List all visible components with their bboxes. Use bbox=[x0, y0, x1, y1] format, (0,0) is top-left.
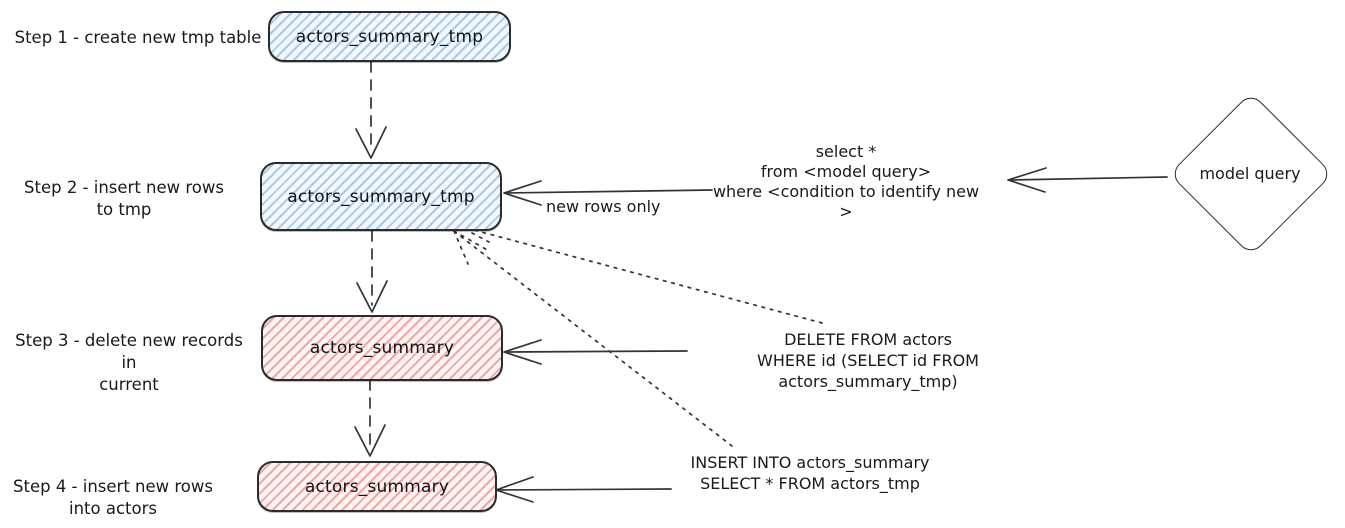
step-3-label: Step 3 - delete new records in current bbox=[15, 331, 243, 394]
step-4-node-label: actors_summary bbox=[304, 476, 450, 497]
arrow-delete-text-to-summary-node bbox=[503, 339, 688, 365]
arrow-insert-text-to-summary-node bbox=[495, 476, 672, 503]
dotted-ref-delete-to-tmp-node bbox=[456, 215, 823, 324]
step-1-node: actors_summary_tmp bbox=[268, 11, 511, 62]
arrow-step1-to-step2 bbox=[355, 61, 387, 159]
step-2-label: Step 2 - insert new rows to tmp bbox=[24, 178, 224, 219]
arrow-step2-to-step3 bbox=[356, 230, 388, 313]
step-3-node-label: actors_summary bbox=[309, 338, 455, 358]
insert-query-text: INSERT INTO actors_summary SELECT * FROM… bbox=[690, 453, 930, 493]
arrow-model-query-to-select-text bbox=[1007, 167, 1168, 193]
step-1-label: Step 1 - create new tmp table bbox=[14, 28, 262, 47]
step-1-node-label: actors_summary_tmp bbox=[295, 26, 484, 47]
select-query-text: select * from <model query> where <condi… bbox=[712, 142, 980, 221]
new-rows-only-label: new rows only bbox=[546, 197, 661, 216]
delete-query-text: DELETE FROM actors WHERE id (SELECT id F… bbox=[757, 330, 979, 391]
arrow-step3-to-step4 bbox=[354, 379, 386, 457]
step-3-node: actors_summary bbox=[261, 315, 503, 381]
dotted-ref-insert-to-tmp-node bbox=[453, 230, 733, 447]
step-4-node: actors_summary bbox=[257, 461, 497, 512]
step-2-node: actors_summary_tmp bbox=[260, 162, 502, 231]
arrow-select-text-to-tmp-node bbox=[503, 180, 713, 206]
model-query-label: model query bbox=[1199, 163, 1301, 183]
step-2-node-label: actors_summary_tmp bbox=[287, 186, 475, 207]
step-4-label: Step 4 - insert new rows into actors bbox=[13, 477, 213, 518]
